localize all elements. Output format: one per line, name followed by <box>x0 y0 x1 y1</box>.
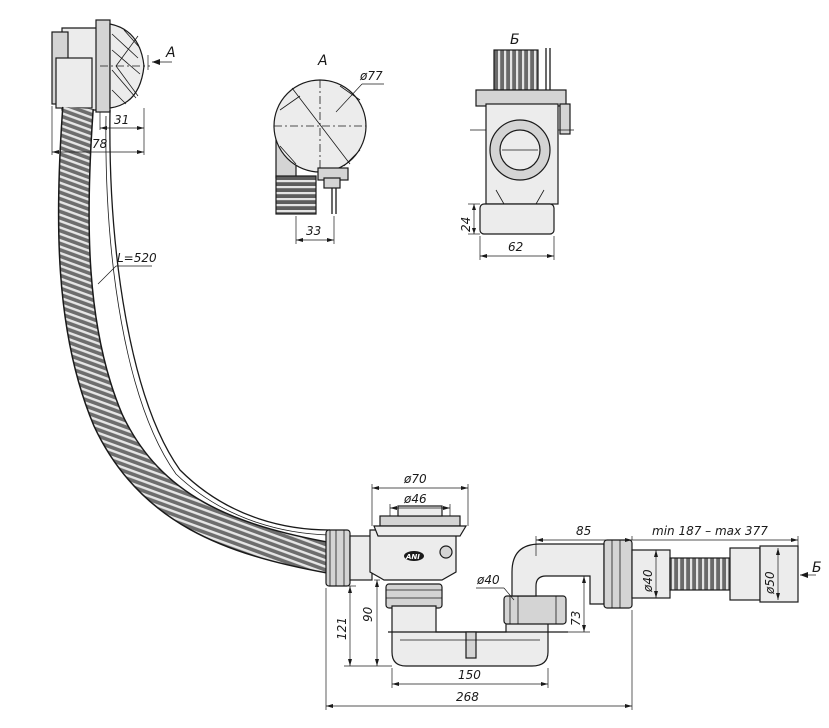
dim-78: 78 <box>92 137 108 151</box>
dim-d77: ø77 <box>359 69 383 83</box>
dims-overflow: 31 78 L=520 <box>51 106 157 285</box>
dim-150: 150 <box>458 668 481 682</box>
view-b-arrow-label: Б <box>812 560 822 576</box>
corrugated-hose <box>57 106 333 574</box>
dim-d70: ø70 <box>403 472 427 486</box>
dim-range: min 187 – max 377 <box>652 524 768 538</box>
view-a-title: А <box>317 53 328 69</box>
dim-31: 31 <box>114 113 129 127</box>
overflow-side-view: А <box>51 19 176 113</box>
dim-90: 90 <box>361 606 375 622</box>
view-b: Б 24 62 <box>459 32 574 260</box>
dim-hose-length: L=520 <box>117 251 157 265</box>
brand-logo-text: ANI <box>405 553 420 561</box>
dim-33: 33 <box>306 224 321 238</box>
dim-121: 121 <box>335 617 349 640</box>
dim-d40-right: ø40 <box>641 569 655 593</box>
dim-d50: ø50 <box>763 571 777 595</box>
dim-73: 73 <box>569 611 583 626</box>
dim-62: 62 <box>508 240 523 254</box>
view-b-title: Б <box>510 32 520 48</box>
siphon-assembly: ANI Б ø70 ø4 <box>325 472 822 710</box>
dim-d46: ø46 <box>403 492 427 506</box>
dim-268: 268 <box>456 690 479 704</box>
view-a: А ø77 33 <box>273 53 384 244</box>
view-a-arrow-label: А <box>165 45 176 61</box>
dim-d40-left: ø40 <box>476 573 500 587</box>
dim-85: 85 <box>576 524 591 538</box>
dim-24: 24 <box>459 217 473 232</box>
